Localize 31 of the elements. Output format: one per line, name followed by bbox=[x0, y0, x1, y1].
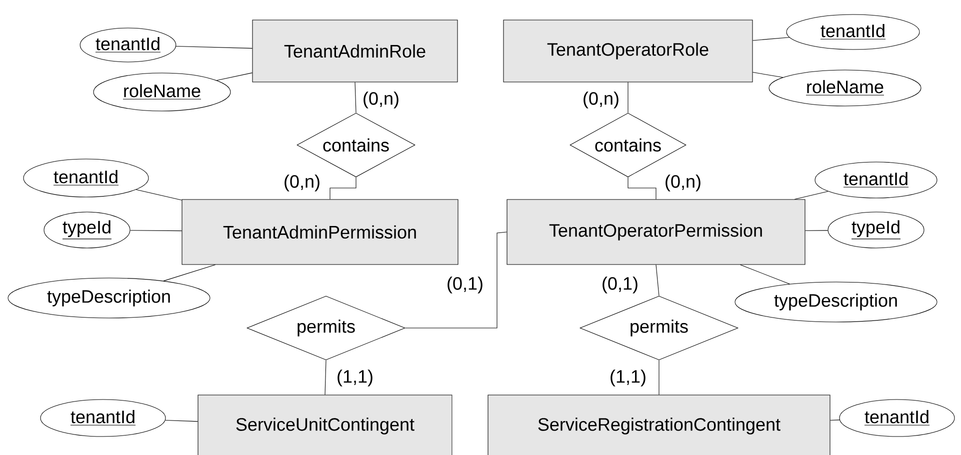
connector-line bbox=[656, 264, 660, 296]
connector-line bbox=[740, 264, 790, 284]
entity-box: TenantAdminPermission bbox=[182, 199, 458, 265]
cardinality-label: (1,1) bbox=[335, 368, 375, 388]
connector-line bbox=[405, 232, 507, 328]
connector-line bbox=[330, 177, 356, 200]
connector-line bbox=[176, 46, 252, 49]
cardinality-label: (0,n) bbox=[581, 90, 621, 110]
connector-line bbox=[136, 189, 182, 200]
cardinality-label: (0,n) bbox=[361, 90, 401, 110]
connector-line bbox=[794, 191, 828, 200]
entity-box: TenantOperatorPermission bbox=[506, 199, 806, 265]
entity-box: ServiceRegistrationContingent bbox=[488, 394, 830, 455]
connector-line bbox=[163, 264, 216, 282]
entity-box: ServiceUnitContingent bbox=[198, 394, 452, 455]
entity-box: TenantAdminRole bbox=[252, 20, 458, 82]
connector-line bbox=[165, 420, 198, 422]
connector-line bbox=[805, 230, 828, 231]
connector-line bbox=[130, 230, 182, 232]
connector-line bbox=[354, 82, 356, 113]
connector-line bbox=[324, 360, 326, 395]
connector-line bbox=[628, 177, 656, 200]
connector-line bbox=[658, 360, 660, 395]
connector-line bbox=[830, 420, 840, 421]
connector-line bbox=[752, 72, 784, 78]
cardinality-label: (0,1) bbox=[445, 275, 485, 295]
entity-box: TenantOperatorRole bbox=[503, 20, 753, 82]
connector-line bbox=[216, 72, 252, 81]
connector-line bbox=[752, 37, 790, 41]
cardinality-label: (1,1) bbox=[608, 368, 648, 388]
cardinality-label: (0,1) bbox=[600, 275, 640, 295]
